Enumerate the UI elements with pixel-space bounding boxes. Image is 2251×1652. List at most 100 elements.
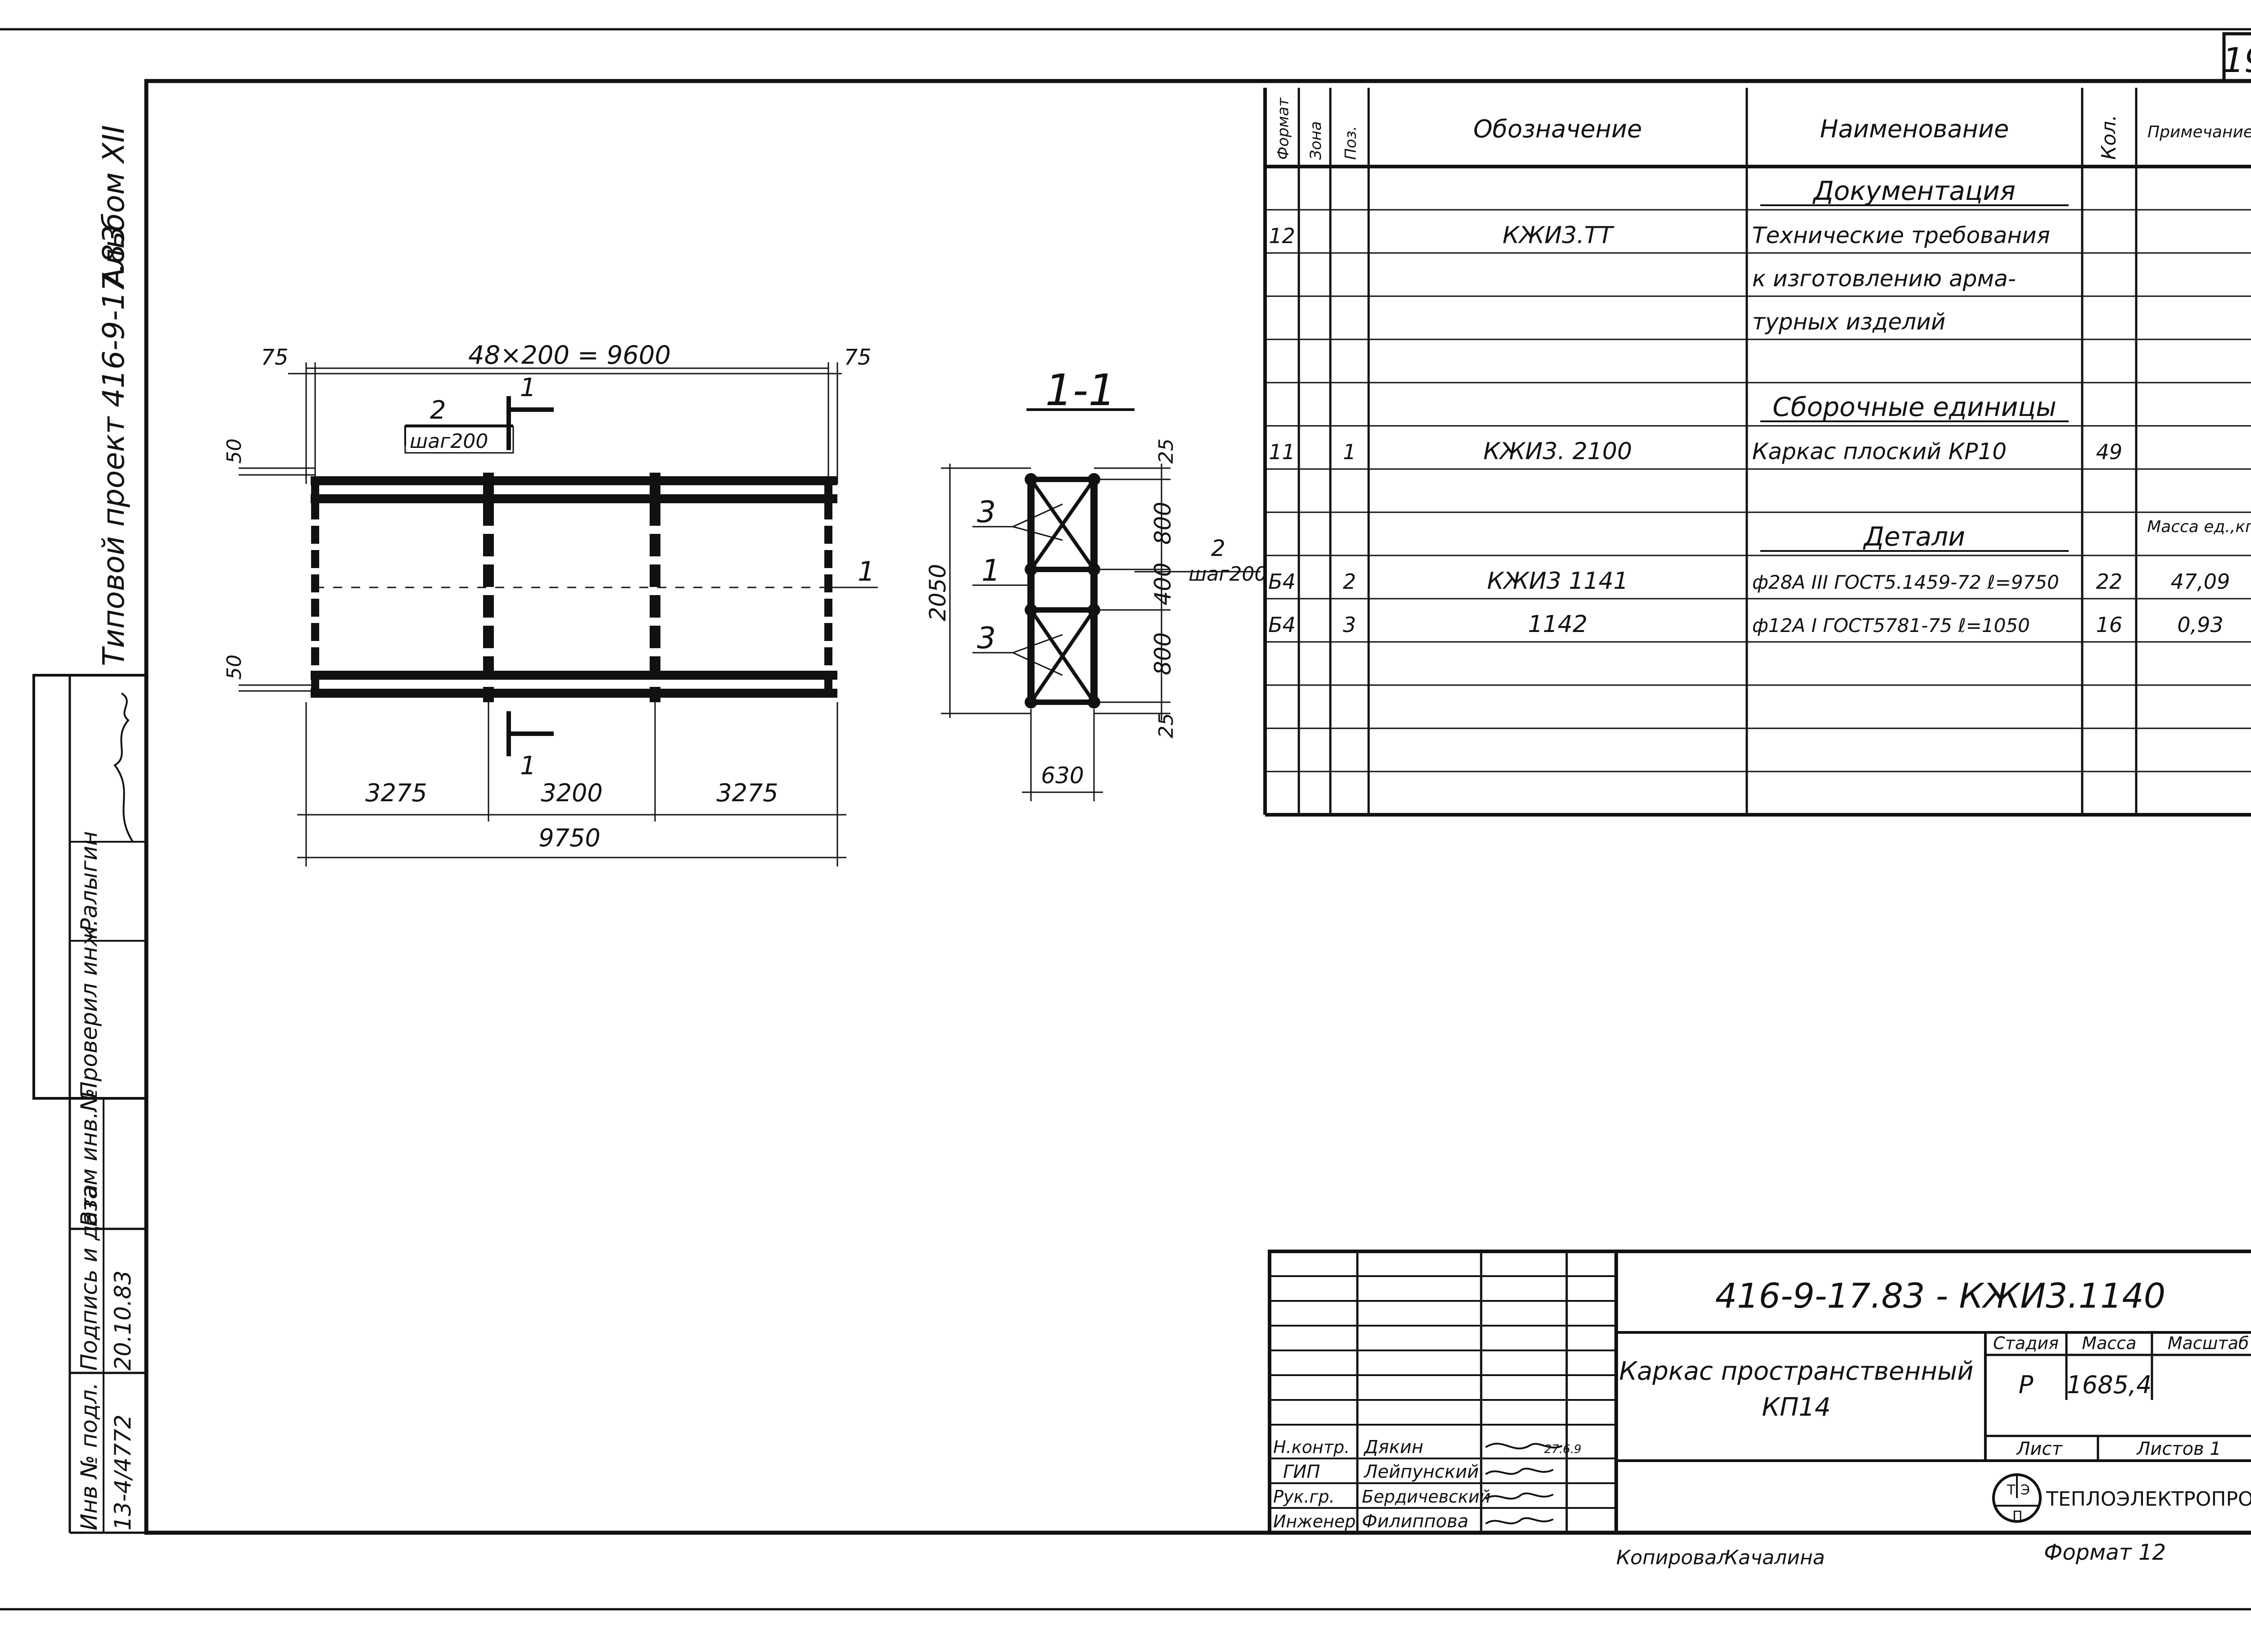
spec-header-note: Примечание [2147,123,2251,141]
mass-label: Масса [2082,1333,2136,1353]
section-mark-bottom: 1 [520,751,536,781]
spec-row: 12 КЖИ3.ТТ Технические требования [1269,222,2050,249]
spec-header-zone: Зона [1307,121,1325,160]
role-2: ГИП [1283,1462,1320,1482]
section-pos-1: 1 [981,553,1000,588]
spec-cell-note: 0,93 [2177,613,2223,637]
binding-strip: Типовой проект 416-9-17.83 Альбом XII Пр… [32,125,148,1534]
spec-row: Сборочные единицы [1760,392,2069,422]
spec-cell-designation: КЖИ3 1141 [1487,568,1628,595]
role-4: Инженер [1273,1512,1356,1531]
spec-cell-name: ф12А I ГОСТ5781-75 ℓ=1050 [1752,614,2030,636]
plan-dim-middle: 3200 [541,779,602,807]
spec-cell-qty: 16 [2096,613,2123,637]
svg-text:Э: Э [2020,1482,2030,1498]
spec-cell-qty: 49 [2096,440,2123,464]
sign-date-label: Подпись и дата [76,1184,102,1371]
format-label: Формат 12 [2044,1540,2166,1565]
spec-cell-note: 47,09 [2171,569,2230,594]
spec-cell-name: турных изделий [1752,309,1945,335]
spec-cell-designation: КЖИ3. 2100 [1483,438,1632,465]
spec-rows: Документация 12 КЖИ3.ТТ Технические требова… [1268,176,2251,638]
section-title: 1-1 [1045,365,1116,415]
signature-1 [1485,1443,1563,1449]
spec-cell-designation: КЖИ3.ТТ [1503,222,1615,249]
date-1: 27.6.9 [1544,1443,1582,1456]
plan-pos-right: 1 [858,556,875,587]
sheets-label: Листов 1 [2136,1439,2221,1459]
section-pos-3-top: 3 [977,495,996,529]
spec-row: Б4 2 КЖИ3 1141 ф28А III ГОСТ5.1459-72 ℓ=975… [1268,568,2230,595]
section-width: 630 [1041,763,1084,789]
scale-label: Масштаб [2168,1333,2249,1353]
spec-header-pos: Поз. [1342,126,1360,160]
checker-signature [113,692,134,843]
plan-dim-left: 3275 [365,779,427,807]
sign-date-value: 20.10.83 [110,1270,136,1371]
document-code: 416-9-17.83 - КЖИ3.1140 [1715,1276,2165,1316]
organization-name: ТЕПЛОЭЛЕКТРОПРОЕКТ [2046,1488,2251,1511]
inv-label: Инв № подл. [76,1382,102,1530]
spec-grid [1263,88,2251,817]
plan-right-end-dim: 75 [844,345,871,370]
plan-dim-right: 3275 [716,779,778,807]
section-view: 1-1 2050 3 1 3 [925,365,1267,801]
copied-label: Копировал [1616,1546,1729,1569]
section-height: 2050 [925,564,951,621]
spec-cell-name: Сборочные единицы [1772,392,2057,422]
sheet-label: Лист [2016,1439,2063,1459]
spec-cell-name: Документация [1812,176,2016,206]
spec-row: турных изделий [1752,309,1945,335]
spec-cell-name: Технические требования [1752,222,2050,248]
spec-cell-pos: 2 [1343,569,1356,594]
section-dim-800-top: 800 [1150,502,1176,545]
spec-cell-name: к изготовлению арма- [1752,266,2016,292]
plan-pos-2: 2 [430,396,446,425]
name-1: Дякин [1363,1437,1424,1458]
checked-label: Проверил инж. [76,919,102,1098]
spec-header-name: Наименование [1820,115,2009,143]
stage-value: Р [2019,1371,2034,1399]
stage-label: Стадия [1993,1333,2059,1353]
plan-top-dimension: 48×200 = 9600 [468,341,671,370]
section-pos-2: 2 [1211,535,1225,561]
spec-cell-designation: 1142 [1528,611,1587,638]
role-1: Н.контр. [1273,1437,1350,1457]
spec-cell-name: Детали [1862,521,1965,552]
section-step-label: шаг200 [1189,563,1267,586]
section-dim-25-bottom: 25 [1155,713,1178,738]
project-number: Типовой проект 416-9-17.83 [96,225,131,666]
spec-row: к изготовлению арма- [1752,266,2016,292]
signature-3 [1485,1492,1554,1500]
svg-text:Т: Т [2007,1482,2016,1498]
plan-left-end-dim: 75 [261,345,288,370]
spec-cell-format: 11 [1269,440,1295,464]
spec-row: Документация [1760,176,2069,206]
section-dim-800-bottom: 800 [1150,632,1176,675]
checked-name: Ралыгин [76,831,102,932]
plan-view: 48×200 = 9600 75 75 50 50 1 2 шаг200 1 [223,341,878,867]
spec-cell-format: Б4 [1268,569,1296,594]
interchange-label: Взам инв.№ [76,1088,102,1227]
sheet-number-box: 19 [2222,32,2251,83]
spec-cell-name: ф28А III ГОСТ5.1459-72 ℓ=9750 [1752,571,2059,593]
spec-row: Детали Масса ед.,кг [1760,518,2251,552]
spec-cell-note: Масса ед.,кг [2147,518,2251,536]
spec-cell-format: Б4 [1268,613,1296,637]
copier-name: Качалина [1724,1546,1825,1569]
section-mark-top: 1 [520,373,536,402]
name-3: Бердичевский [1362,1487,1491,1507]
role-3: Рук.гр. [1273,1487,1335,1507]
plan-step-label: шаг200 [410,430,488,453]
name-2: Лейпунский [1363,1462,1479,1482]
plan-side-50-top: 50 [223,438,246,464]
title-block: Н.контр. Дякин 27.6.9 ГИП Лейпунский Рук… [1268,1250,2251,1535]
section-dim-25-top: 25 [1155,438,1178,464]
spec-cell-format: 12 [1269,224,1295,248]
inv-value: 13-4/4772 [110,1414,136,1530]
plan-side-50-bottom: 50 [223,654,246,680]
svg-text:П: П [2012,1508,2023,1524]
